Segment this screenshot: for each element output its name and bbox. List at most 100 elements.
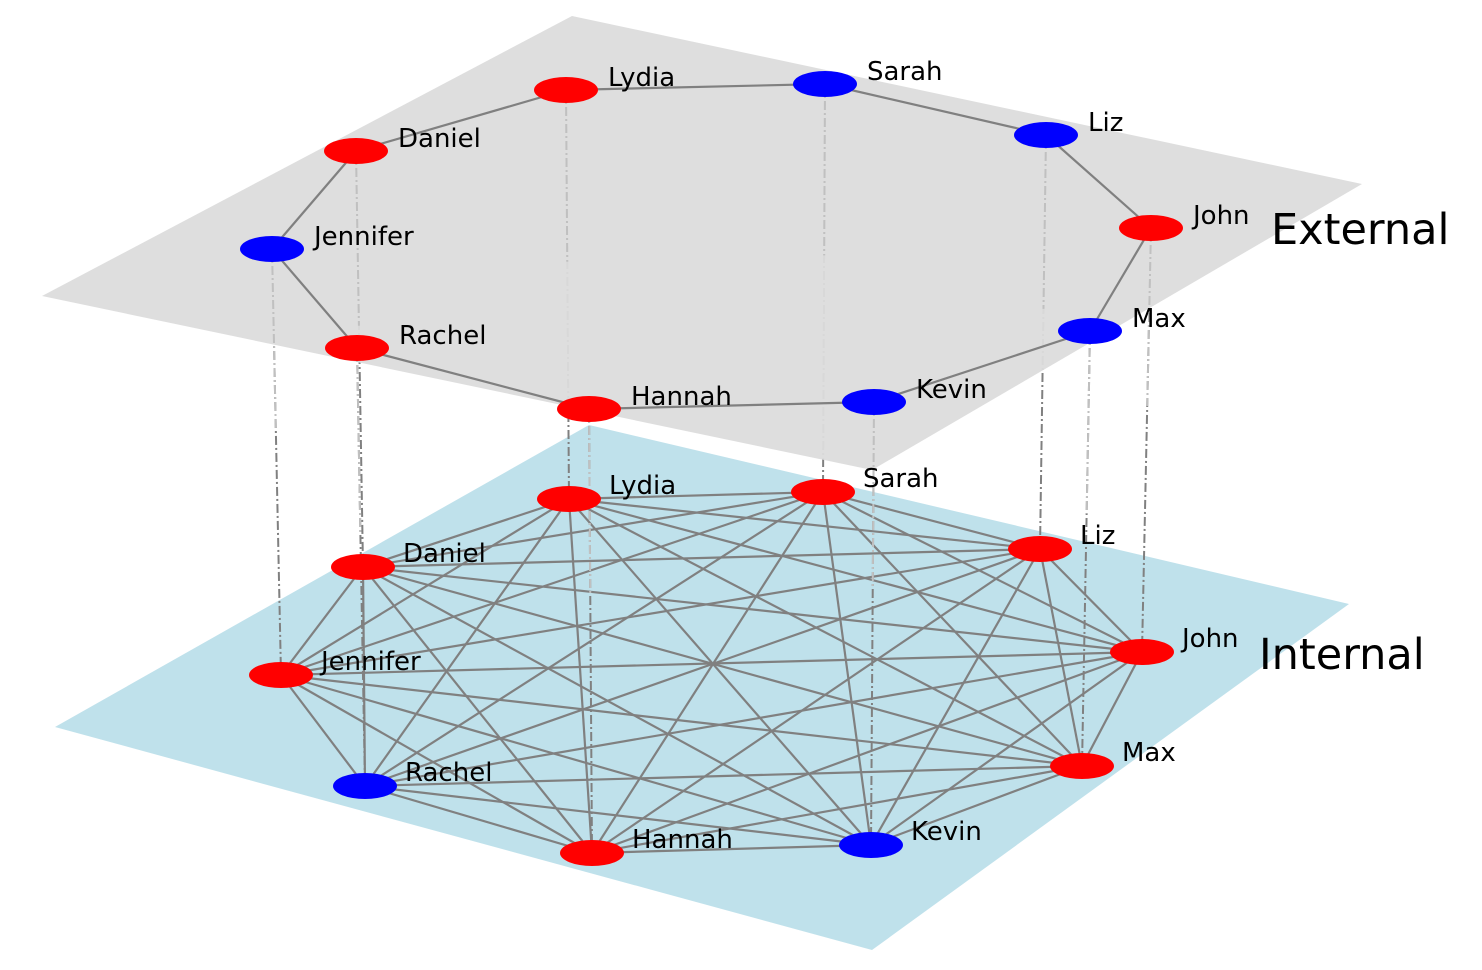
external-node-liz xyxy=(1014,122,1078,148)
internal-node-daniel xyxy=(331,554,395,580)
internal-edge-john-rachel xyxy=(364,650,1143,788)
external-node-label-liz: Liz xyxy=(1088,108,1123,138)
internal-node-lydia xyxy=(537,486,601,512)
external-edge-lydia-sarah xyxy=(565,82,826,92)
external-edge-hannah-rachel xyxy=(356,346,590,411)
internal-edge-john-hannah xyxy=(591,650,1143,855)
external-edge-rachel-jennifer xyxy=(271,248,358,349)
internal-edge-sarah-max xyxy=(822,491,1083,767)
external-edge-kevin-hannah xyxy=(588,400,875,411)
internal-edge-kevin-jennifer xyxy=(280,673,872,847)
internal-edge-john-daniel xyxy=(362,565,1143,654)
internal-edge-liz-rachel xyxy=(364,547,1041,788)
external-edge-max-kevin xyxy=(873,329,1091,404)
interlayer-link-kevin-upper xyxy=(871,401,875,589)
internal-edge-sarah-rachel xyxy=(364,491,824,787)
interlayer-link-jennifer-upper xyxy=(271,248,277,428)
internal-node-hannah xyxy=(560,840,624,866)
external-node-lydia xyxy=(534,77,598,103)
internal-edge-hannah-jennifer xyxy=(280,674,593,854)
internal-edge-john-kevin xyxy=(870,651,1143,846)
internal-node-label-max: Max xyxy=(1122,738,1176,768)
internal-edge-kevin-daniel xyxy=(362,566,872,846)
external-node-sarah xyxy=(793,71,857,97)
internal-edge-hannah-daniel xyxy=(362,566,593,854)
internal-node-label-hannah: Hannah xyxy=(632,825,733,855)
external-node-jennifer xyxy=(240,236,304,262)
internal-edge-sarah-john xyxy=(822,491,1143,653)
internal-node-john xyxy=(1110,639,1174,665)
internal-node-label-jennifer: Jennifer xyxy=(319,647,421,677)
interlayer-link-max-upper xyxy=(1085,330,1091,514)
internal-edge-kevin-hannah xyxy=(591,843,872,855)
internal-edge-liz-max xyxy=(1038,548,1084,767)
internal-layer-title: Internal xyxy=(1259,630,1425,680)
external-node-label-jennifer: Jennifer xyxy=(312,222,414,252)
internal-edge-lydia-sarah xyxy=(568,490,824,501)
internal-edge-liz-kevin xyxy=(870,548,1041,846)
internal-edge-sarah-kevin xyxy=(821,491,873,846)
external-edge-jennifer-daniel xyxy=(271,150,357,250)
external-node-label-hannah: Hannah xyxy=(631,382,732,412)
external-node-label-lydia: Lydia xyxy=(608,63,675,93)
external-node-label-sarah: Sarah xyxy=(867,57,943,87)
internal-edge-sarah-hannah xyxy=(591,491,824,854)
internal-node-sarah xyxy=(791,479,855,505)
internal-edge-lydia-john xyxy=(568,497,1143,654)
internal-edge-max-rachel xyxy=(364,764,1083,788)
internal-edge-liz-hannah xyxy=(591,548,1041,854)
internal-node-label-liz: Liz xyxy=(1080,521,1115,551)
internal-edge-lydia-max xyxy=(568,498,1083,767)
internal-edge-liz-john xyxy=(1039,548,1143,653)
internal-edge-jennifer-daniel xyxy=(280,566,364,676)
external-layer-title: External xyxy=(1271,205,1449,255)
internal-node-max xyxy=(1050,753,1114,779)
external-node-label-rachel: Rachel xyxy=(399,321,486,351)
internal-edge-lydia-kevin xyxy=(568,498,872,846)
internal-edge-liz-jennifer xyxy=(280,547,1041,677)
external-node-max xyxy=(1058,318,1122,344)
interlayer-link-daniel-upper xyxy=(355,150,360,326)
internal-edge-liz-daniel xyxy=(362,547,1041,569)
internal-edge-lydia-rachel xyxy=(364,498,570,787)
internal-edge-sarah-daniel xyxy=(362,490,824,569)
internal-node-label-rachel: Rachel xyxy=(405,758,492,788)
internal-edges xyxy=(280,490,1143,855)
interlayer-link-liz-upper xyxy=(1042,134,1047,309)
external-node-john xyxy=(1119,215,1183,241)
internal-edge-lydia-jennifer xyxy=(280,498,570,676)
internal-edge-max-daniel xyxy=(362,565,1083,768)
internal-node-label-john: John xyxy=(1180,624,1239,654)
internal-edge-max-kevin xyxy=(870,764,1083,847)
internal-edge-hannah-rachel xyxy=(364,784,593,855)
external-node-label-max: Max xyxy=(1132,304,1186,334)
external-edge-sarah-liz xyxy=(824,82,1047,137)
internal-node-jennifer xyxy=(249,662,313,688)
external-edge-daniel-lydia xyxy=(355,88,567,153)
internal-edge-kevin-rachel xyxy=(364,784,872,847)
interlayer-link-lydia-upper xyxy=(565,89,569,262)
internal-edge-lydia-hannah xyxy=(567,498,594,854)
interlayer-link-rachel-upper xyxy=(356,347,362,532)
external-edge-liz-john xyxy=(1045,134,1152,229)
interlayer-link-john-upper xyxy=(1146,227,1152,407)
internal-node-label-lydia: Lydia xyxy=(609,471,676,501)
internal-node-rachel xyxy=(333,773,397,799)
internal-edge-lydia-daniel xyxy=(362,497,570,569)
external-edges xyxy=(271,82,1152,411)
internal-node-label-sarah: Sarah xyxy=(863,464,939,494)
internal-node-liz xyxy=(1008,536,1072,562)
internal-edge-sarah-jennifer xyxy=(280,490,824,677)
internal-edge-john-max xyxy=(1081,651,1143,767)
external-node-label-daniel: Daniel xyxy=(398,124,481,154)
internal-layer-plane xyxy=(55,425,1349,950)
external-node-rachel xyxy=(325,335,389,361)
internal-edge-max-jennifer xyxy=(280,673,1083,768)
external-node-label-kevin: Kevin xyxy=(916,375,987,405)
internal-edge-max-hannah xyxy=(591,764,1083,855)
internal-node-label-kevin: Kevin xyxy=(911,817,982,847)
